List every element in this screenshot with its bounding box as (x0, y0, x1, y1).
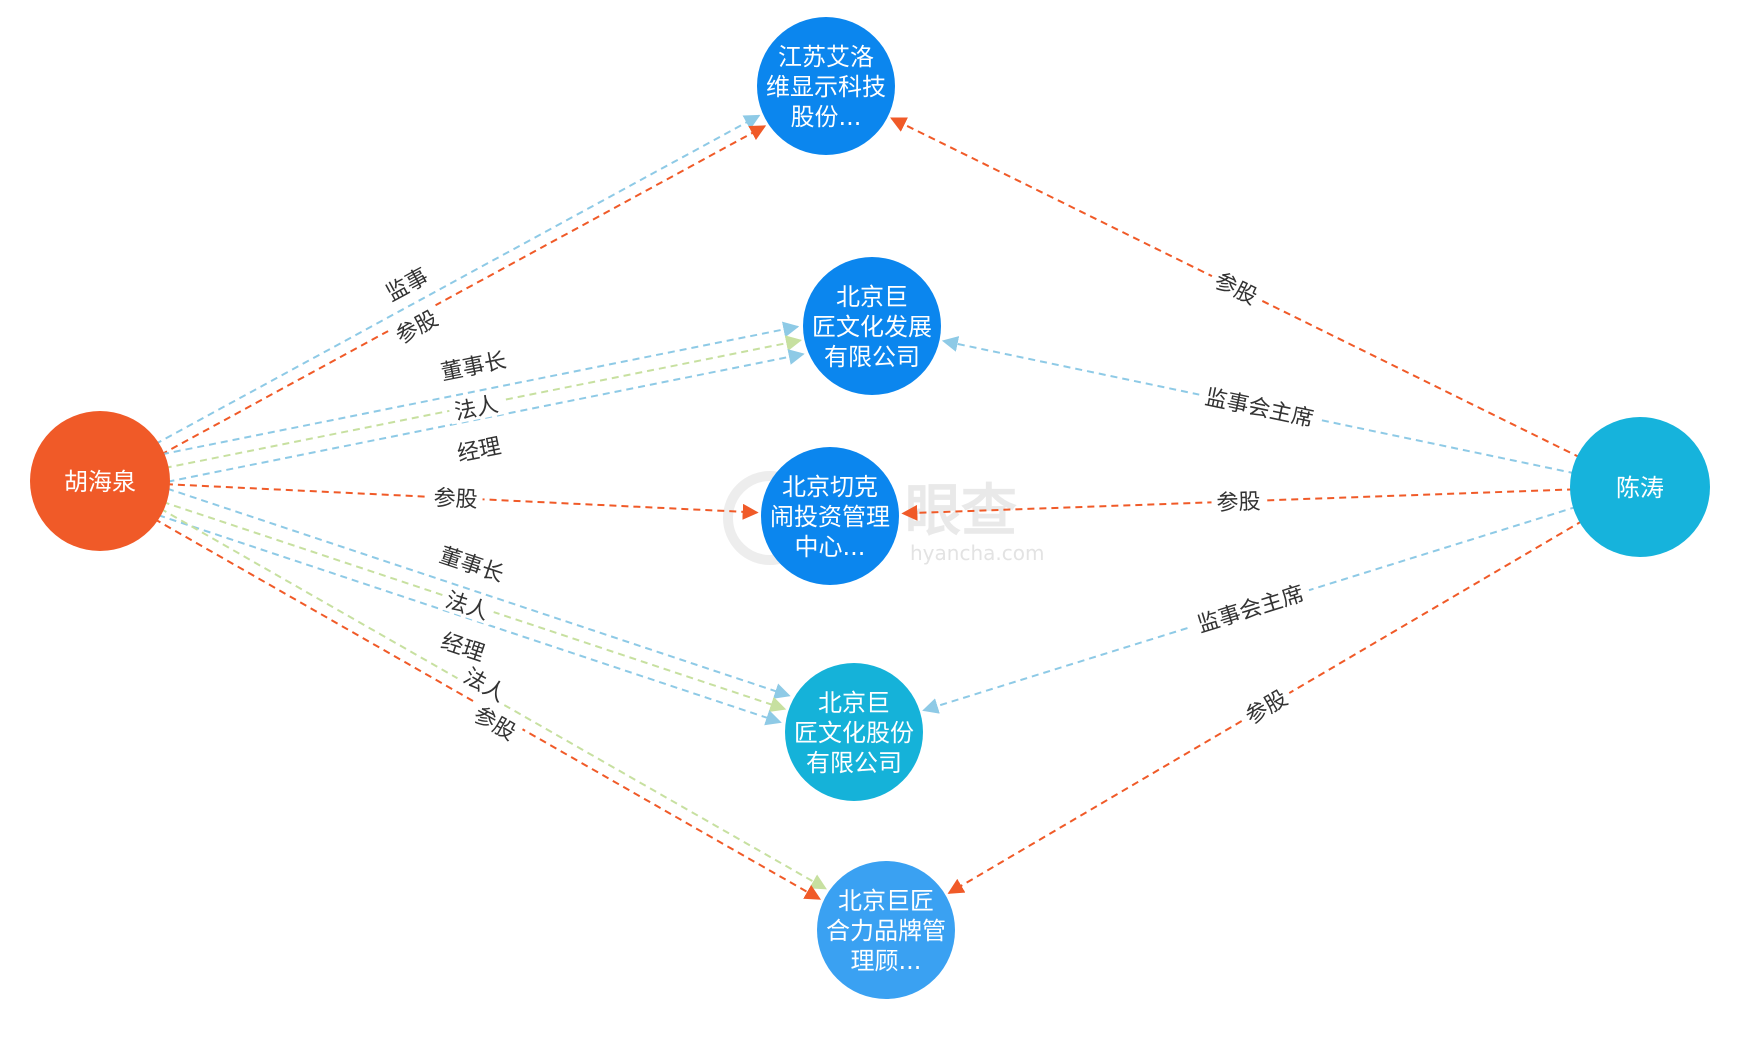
edge-label-background (1187, 576, 1313, 639)
edge-label-group: 监事会主席 (1196, 380, 1323, 432)
edge-hu-c5 (159, 507, 827, 890)
person-node-chen[interactable]: 陈涛 (1570, 417, 1710, 557)
node-circle[interactable] (757, 17, 895, 155)
person-node-hu[interactable]: 胡海泉 (30, 411, 170, 551)
node-label-line: 江苏艾洛 (778, 43, 874, 71)
node-circle[interactable] (761, 447, 899, 585)
node-label-line: 理顾... (851, 947, 922, 975)
node-circle[interactable] (1570, 417, 1710, 557)
edge-label-group: 董事长 (431, 538, 513, 588)
edge-hu-c4 (157, 514, 782, 726)
node-label-line: 胡海泉 (64, 468, 136, 496)
edge-label-group: 参股 (1211, 486, 1266, 516)
nodes-layer: 胡海泉陈涛江苏艾洛维显示科技股份...北京巨匠文化发展有限公司北京切克闹投资管理… (30, 17, 1710, 999)
edge-label-group: 参股 (428, 482, 484, 513)
node-label-line: 匠文化股份 (794, 719, 914, 747)
node-label-line: 匠文化发展 (812, 313, 932, 341)
edge-label-group: 董事长 (432, 344, 514, 386)
edge-hu-c1 (160, 125, 767, 456)
edge-label-background (1206, 263, 1267, 311)
node-label-line: 股份... (791, 103, 862, 131)
edge-label-background (376, 258, 437, 308)
edge-hu-c4 (166, 487, 791, 699)
node-label-line: 北京切克 (782, 473, 878, 501)
edge-label-background (1196, 380, 1323, 432)
node-circle[interactable] (30, 411, 170, 551)
edge-label-group: 法人 (446, 388, 506, 426)
edge-hu-c2 (167, 349, 805, 483)
edges-layer (153, 114, 1584, 900)
node-label-line: 有限公司 (806, 749, 902, 777)
node-circle[interactable] (817, 861, 955, 999)
edge-label: 董事长 (439, 348, 509, 386)
node-circle[interactable] (785, 663, 923, 801)
edge-label-background (455, 659, 516, 709)
edge-label-background (1235, 680, 1296, 731)
watermark: 眼查 hyancha.com (723, 471, 1044, 565)
edge-hu-c5 (153, 518, 822, 900)
node-circle[interactable] (803, 257, 941, 395)
edge-label-group: 监事 (376, 258, 437, 308)
edge-label-group: 参股 (1206, 263, 1267, 311)
edge-chen-c5 (947, 519, 1584, 894)
edge-label-group: 法人 (438, 583, 498, 626)
edge-label: 监事会主席 (1203, 385, 1316, 432)
company-node-c1[interactable]: 江苏艾洛维显示科技股份... (757, 17, 895, 155)
edge-label-background (438, 583, 498, 626)
company-node-c3[interactable]: 北京切克闹投资管理中心... (761, 447, 899, 585)
node-label-line: 合力品牌管 (826, 917, 946, 945)
edge-label-background (431, 538, 513, 588)
edge-label-background (428, 482, 484, 512)
edge-label-background (449, 430, 508, 467)
edge-chen-c3 (901, 488, 1575, 521)
edge-label-background (433, 624, 494, 667)
edge-hu-c2 (161, 321, 800, 456)
node-label-line: 陈涛 (1616, 474, 1664, 502)
edge-label-group: 参股 (386, 301, 446, 351)
node-label-line: 北京巨匠 (838, 887, 934, 915)
node-label-line: 有限公司 (824, 343, 920, 371)
edge-label: 参股 (1216, 490, 1261, 517)
edge-label: 法人 (442, 588, 492, 626)
edge-label: 监事会主席 (1195, 582, 1307, 639)
edge-label-background (446, 388, 506, 425)
edge-label-group: 参股 (1235, 680, 1296, 731)
node-label-line: 北京巨 (818, 689, 890, 717)
edge-label-group: 经理 (449, 430, 508, 467)
edge-label: 经理 (438, 629, 488, 667)
edge-label-background (386, 301, 446, 351)
edge-label-group: 经理 (433, 624, 494, 667)
edge-hu-c3 (165, 483, 759, 520)
node-label-line: 北京巨 (836, 283, 908, 311)
node-label-line: 维显示科技 (766, 73, 886, 101)
edge-label-background (432, 344, 514, 386)
edge-label: 参股 (433, 486, 478, 513)
watermark-url: hyancha.com (910, 541, 1044, 565)
edge-hu-c1 (154, 114, 761, 446)
node-label-line: 中心... (795, 533, 866, 561)
company-node-c5[interactable]: 北京巨匠合力品牌管理顾... (817, 861, 955, 999)
edge-label-background (465, 697, 526, 747)
edge-label-background (1211, 486, 1266, 515)
node-label-line: 闹投资管理 (770, 503, 890, 531)
edge-label-group: 监事会主席 (1187, 576, 1313, 639)
